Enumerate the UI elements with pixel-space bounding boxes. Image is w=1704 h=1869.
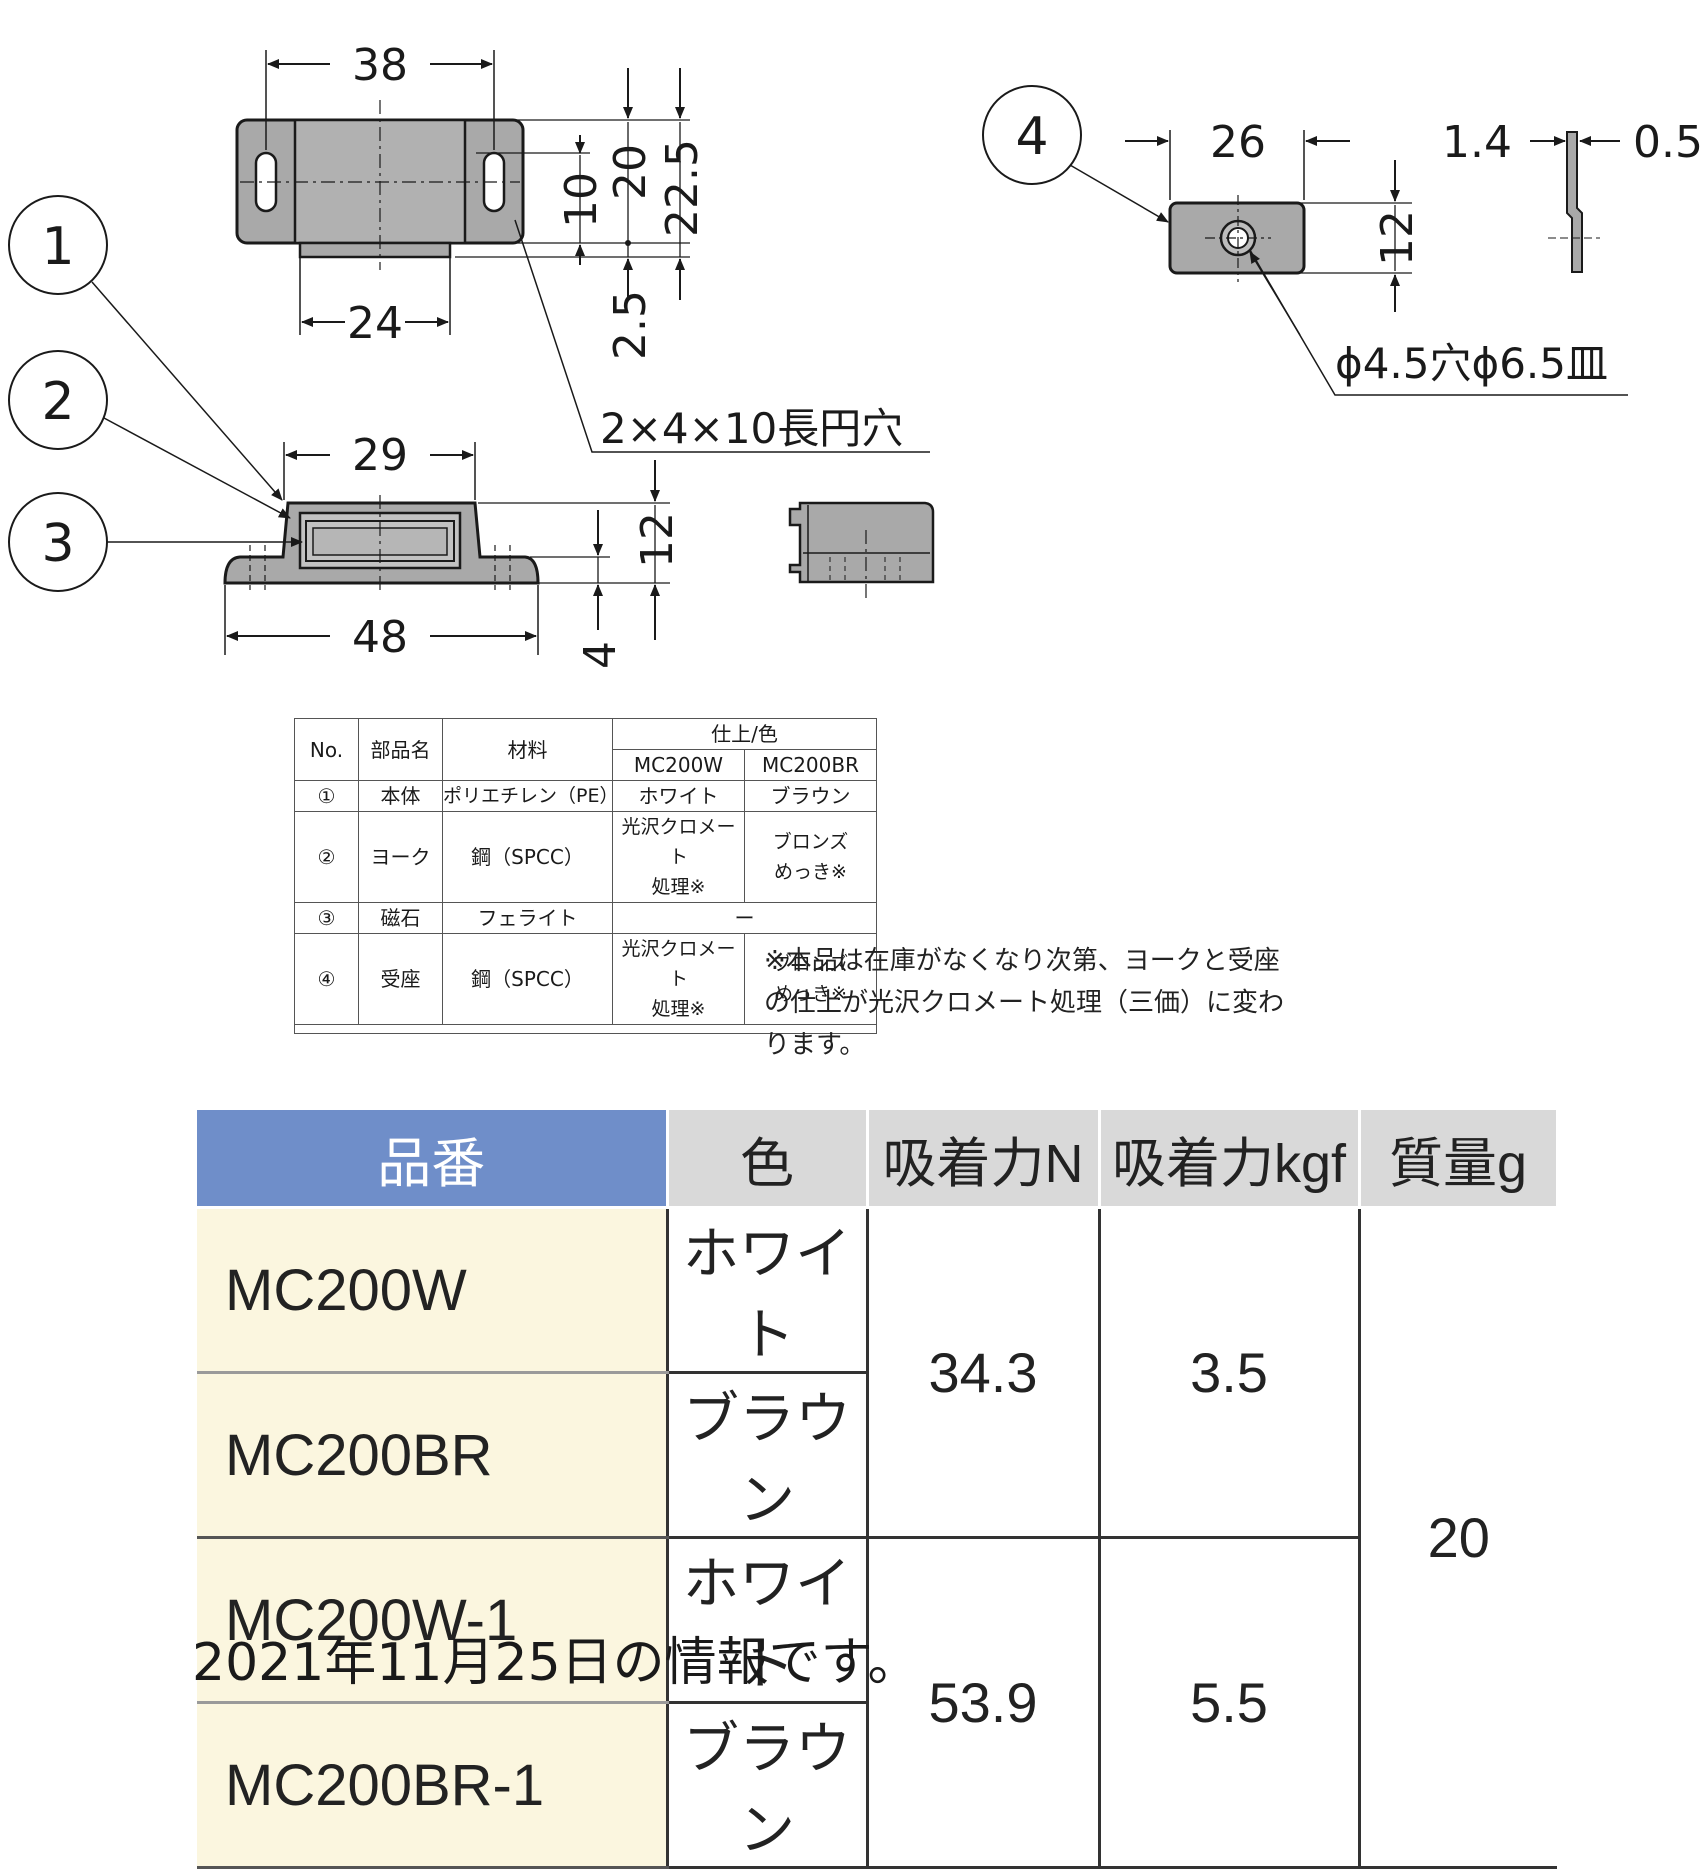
footnote-line-1: ※本品は在庫がなくなり次第、ヨークと受座 <box>764 946 1280 976</box>
force-kgf-cell: 5.5 <box>1099 1537 1361 1869</box>
finish-line-2: 処理※ <box>651 876 706 898</box>
finish-line-1: ブロンズ <box>772 953 849 975</box>
dim-12-side: 12 <box>632 512 683 568</box>
color-cell: ホワイト <box>667 1537 869 1704</box>
dim-0-5: 0.5 <box>1633 117 1703 168</box>
dim-2-5: 2.5 <box>605 290 656 360</box>
info-date-note: 2021年11月25日の情報です。 <box>192 1633 920 1693</box>
catch-end-view <box>788 501 935 600</box>
finish-line-2: めっき※ <box>774 861 847 883</box>
dim-12-plate: 12 <box>1372 210 1423 266</box>
callout-4: 4 <box>982 85 1082 185</box>
part-no: ① <box>294 780 359 812</box>
finish-line-1: ブロンズ <box>772 831 849 853</box>
callout-2: 2 <box>8 350 108 450</box>
callout-1-label: 1 <box>41 217 74 277</box>
parts-material-table: No. 部品名 材料 仕上/色 MC200W MC200BR ① 本体 ポリエチ… <box>294 718 877 1034</box>
part-finish-br: ブロンズめっき※ <box>744 933 877 1025</box>
dim-38: 38 <box>352 40 408 91</box>
finish-line-2: めっき※ <box>774 983 847 1005</box>
table-row: MC200BR ブラウン <box>197 1372 1557 1539</box>
header-mass: 質量g <box>1359 1110 1559 1209</box>
footnote-line-3: ります。 <box>764 1030 866 1060</box>
part-finish-br: ブラウン <box>744 780 877 812</box>
part-name: 受座 <box>358 933 443 1025</box>
spec-table: 品番 色 吸着力N 吸着力kgf 質量g MC200W ホワイト 34.3 3.… <box>197 1110 1559 1869</box>
part-finish-br: ブロンズめっき※ <box>744 811 877 903</box>
dim-4: 4 <box>575 641 626 669</box>
color-cell: ブラウン <box>667 1702 869 1869</box>
header-mc200br: MC200BR <box>744 749 877 781</box>
dim-26: 26 <box>1210 117 1266 168</box>
part-number-cell: MC200BR <box>197 1372 669 1539</box>
part-number-cell: MC200W-1 <box>197 1537 669 1704</box>
part-no: ② <box>294 811 359 903</box>
part-material: 鋼（SPCC） <box>442 811 613 903</box>
catch-top-view <box>235 100 525 270</box>
footnote-line-2: の仕上が光沢クロメート処理（三価）に変わ <box>764 988 1285 1018</box>
part-finish-w: 光沢クロメート処理※ <box>612 933 745 1025</box>
force-n-cell: 34.3 <box>867 1207 1101 1539</box>
table-row: MC200W ホワイト 34.3 3.5 20 <box>197 1207 1557 1869</box>
callout-1: 1 <box>8 195 108 295</box>
part-finish-none: ー <box>612 902 877 934</box>
strike-plate-top-view <box>1168 195 1306 282</box>
force-n-cell: 53.9 <box>867 1537 1101 1869</box>
hole-spec-note: ϕ4.5穴ϕ6.5皿 <box>1335 339 1608 388</box>
parts-row: ③ 磁石 フェライト ー <box>294 902 877 934</box>
dim-20: 20 <box>605 144 656 200</box>
parts-row: ④ 受座 鋼（SPCC） 光沢クロメート処理※ ブロンズめっき※ <box>294 933 877 1025</box>
callout-2-label: 2 <box>41 372 74 432</box>
color-cell: ホワイト <box>667 1207 869 1374</box>
part-finish-w: 光沢クロメート処理※ <box>612 811 745 903</box>
callout-3: 3 <box>8 492 108 592</box>
part-number-cell: MC200W <box>197 1207 669 1374</box>
stock-change-footnote: ※本品は在庫がなくなり次第、ヨークと受座 の仕上が光沢クロメート処理（三価）に変… <box>764 940 1364 1066</box>
dim-10: 10 <box>556 172 607 228</box>
finish-line-1: 光沢クロメート <box>621 938 736 990</box>
color-cell: ブラウン <box>667 1372 869 1539</box>
dim-48: 48 <box>352 612 408 663</box>
table-bottom-rule <box>294 1024 877 1034</box>
dim-1-4: 1.4 <box>1442 117 1512 168</box>
header-color: 色 <box>667 1110 869 1209</box>
part-name: 本体 <box>358 780 443 812</box>
header-part-number: 品番 <box>197 1110 669 1209</box>
callout-3-label: 3 <box>41 514 74 574</box>
part-material: 鋼（SPCC） <box>442 933 613 1025</box>
force-kgf-cell: 3.5 <box>1099 1207 1361 1539</box>
header-finish-color: 仕上/色 <box>612 718 877 750</box>
catch-side-view <box>223 495 540 595</box>
part-material: フェライト <box>442 902 613 934</box>
header-force-kgf: 吸着力kgf <box>1099 1110 1361 1209</box>
parts-row: ① 本体 ポリエチレン（PE） ホワイト ブラウン <box>294 780 877 812</box>
technical-drawing: 38 24 10 20 2.5 22.5 2×4×10長円穴 29 <box>8 40 1703 669</box>
part-name: 磁石 <box>358 902 443 934</box>
mass-cell: 20 <box>1359 1207 1557 1869</box>
dim-29: 29 <box>352 430 408 481</box>
header-part-name: 部品名 <box>358 718 443 781</box>
parts-row: ② ヨーク 鋼（SPCC） 光沢クロメート処理※ ブロンズめっき※ <box>294 811 877 903</box>
part-material: ポリエチレン（PE） <box>442 780 618 812</box>
finish-line-1: 光沢クロメート <box>621 816 736 868</box>
header-force-n: 吸着力N <box>867 1110 1101 1209</box>
header-material: 材料 <box>442 718 613 781</box>
header-no: No. <box>294 718 359 781</box>
part-name: ヨーク <box>358 811 443 903</box>
slot-hole-note: 2×4×10長円穴 <box>600 404 903 453</box>
part-number-cell: MC200BR-1 <box>197 1702 669 1869</box>
callout-4-label: 4 <box>1015 107 1048 167</box>
header-mc200w: MC200W <box>612 749 745 781</box>
part-no: ④ <box>294 933 359 1025</box>
part-finish-w: ホワイト <box>612 780 745 812</box>
dim-22-5: 22.5 <box>657 139 708 237</box>
part-no: ③ <box>294 902 359 934</box>
finish-line-2: 処理※ <box>651 998 706 1020</box>
strike-plate-side-view <box>1548 131 1600 273</box>
dim-24: 24 <box>347 298 403 349</box>
